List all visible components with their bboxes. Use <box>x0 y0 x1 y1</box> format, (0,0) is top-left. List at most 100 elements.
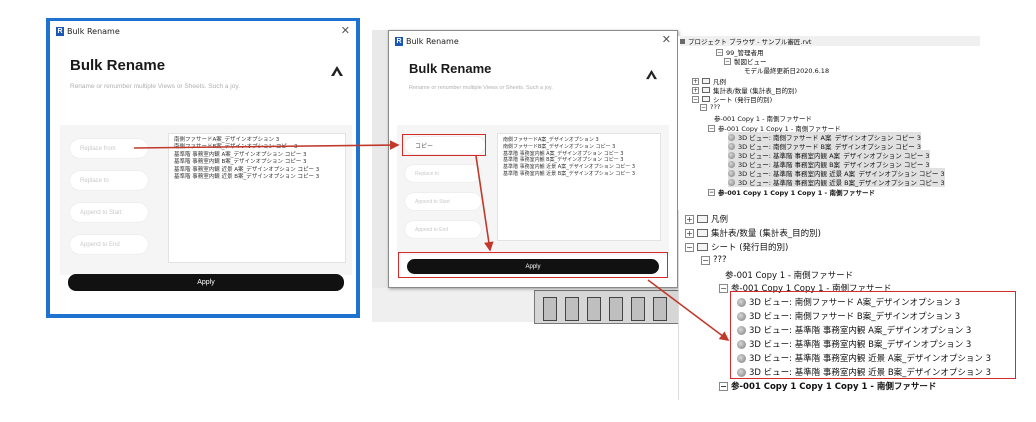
append-start-input[interactable]: Append to Start <box>70 203 148 222</box>
tree-item-label: ??? <box>710 103 721 111</box>
bulk-rename-dialog-before: R Bulk Rename ✕ Bulk Rename Rename or re… <box>46 18 360 318</box>
background-view <box>372 30 388 320</box>
expand-icon[interactable]: + <box>685 214 694 224</box>
collapse-icon[interactable]: − <box>685 242 694 252</box>
arrow-to-replace-field <box>133 140 400 150</box>
expand-icon[interactable]: + <box>692 77 699 85</box>
dialog-subtitle: Rename or renumber multiple Views or She… <box>70 83 240 90</box>
tree-folder-item[interactable]: +凡例 <box>685 213 728 225</box>
tree-view-item[interactable]: 3D ビュー: 基準階 事務室内観 A案_デザインオプション コピー 3 <box>728 150 930 160</box>
tree-folder-item[interactable]: −製図ビュー <box>724 56 767 66</box>
close-icon[interactable]: ✕ <box>661 33 671 46</box>
tree-item[interactable]: モデル最終更新日2020.6.18 <box>744 65 829 75</box>
close-icon[interactable]: ✕ <box>340 24 350 37</box>
tree-item-label: 参-001 Copy 1 Copy 1 Copy 1 - 南側ファサード <box>731 382 937 392</box>
3d-view-icon <box>737 311 746 321</box>
tree-folder-item[interactable]: +凡例 <box>692 76 726 86</box>
tree-item-label: 参-001 Copy 1 - 南側ファサード <box>725 271 854 281</box>
list-item[interactable]: 基準階 事務室内観 A案_デザインオプション コピー 3 <box>503 150 624 157</box>
tree-view-item[interactable]: 3D ビュー: 南側ファサード A案_デザインオプション 3 <box>737 296 960 308</box>
collapse-icon[interactable]: − <box>724 57 731 65</box>
revit-logo-icon: R <box>395 36 403 46</box>
apply-button[interactable]: Apply <box>68 274 344 291</box>
browser-icon <box>680 38 685 44</box>
collapse-icon[interactable]: − <box>708 188 715 196</box>
tree-folder-item[interactable]: −参-001 Copy 1 Copy 1 - 南側ファサード <box>708 123 841 133</box>
tree-item-label: 3D ビュー: 基準階 事務室内観 近景 A案_デザインオプション 3 <box>749 354 992 364</box>
tree-folder-item[interactable]: −参-001 Copy 1 Copy 1 Copy 1 - 南側ファサード <box>719 380 936 392</box>
replace-from-input[interactable]: コピー <box>405 137 485 154</box>
replace-to-input[interactable]: Replace to <box>70 171 148 190</box>
3d-view-icon <box>737 297 746 307</box>
tree-item-label: 参-001 Copy 1 Copy 1 - 南側ファサード <box>731 284 892 294</box>
collapse-icon[interactable]: − <box>719 381 728 391</box>
collapse-icon[interactable]: − <box>701 255 710 265</box>
highlight-replace-from <box>402 134 486 156</box>
3d-view-icon <box>728 178 735 186</box>
expand-icon[interactable]: + <box>685 228 694 238</box>
list-item[interactable]: 基準階 事務室内観 近景 A案_デザインオプション コピー 3 <box>503 164 636 170</box>
selected-views-list[interactable]: 南側ファサードA案_デザインオプション 3南側ファサードB案_デザインオプション… <box>168 133 346 263</box>
window-title: Bulk Rename <box>67 26 120 36</box>
list-item[interactable]: 南側ファサードA案_デザインオプション 3 <box>503 137 599 143</box>
list-item[interactable]: 基準階 事務室内観 A案_デザインオプション コピー 3 <box>174 151 307 158</box>
collapse-icon[interactable]: − <box>700 103 707 111</box>
replace-to-input[interactable]: Replace to <box>405 165 481 182</box>
append-end-input[interactable]: Append to End <box>70 235 148 254</box>
tree-item-label: 3D ビュー: 南側ファサード B案_デザインオプション 3 <box>749 312 961 322</box>
tree-folder-item[interactable]: −参-001 Copy 1 Copy 1 - 南側ファサード <box>719 282 892 294</box>
folder-icon <box>702 96 710 102</box>
list-item[interactable]: 南側ファサードB案_デザインオプション コピー 3 <box>503 143 616 150</box>
list-item[interactable]: 南側ファサードA案_デザインオプション 3 <box>174 137 280 143</box>
tree-view-item[interactable]: 3D ビュー: 基準階 事務室内観 近景 A案_デザインオプション コピー 3 <box>728 168 945 178</box>
3d-view-icon <box>728 169 735 177</box>
tree-view-item[interactable]: 3D ビュー: 基準階 事務室内観 近景 A案_デザインオプション 3 <box>737 352 991 364</box>
apply-button[interactable]: Apply <box>407 259 659 274</box>
collapse-icon[interactable]: − <box>716 48 723 56</box>
tree-item-label: 3D ビュー: 基準階 事務室内観 B案_デザインオプション コピー 3 <box>738 161 930 169</box>
tree-folder-item[interactable]: +集計表/数量 (集計表_目的別) <box>692 85 797 95</box>
collapse-icon[interactable]: − <box>719 283 728 293</box>
list-item[interactable]: 基準階 事務室内観 近景 B案_デザインオプション コピー 3 <box>174 174 320 181</box>
revit-logo-icon: R <box>56 26 64 36</box>
tree-folder-item[interactable]: −??? <box>701 255 727 265</box>
tree-folder-item[interactable]: −シート (発行目的別) <box>685 241 788 253</box>
3d-view-icon <box>728 160 735 168</box>
tree-item-label: 3D ビュー: 基準階 事務室内観 B案_デザインオプション 3 <box>749 340 972 350</box>
tree-folder-item[interactable]: +集計表/数量 (集計表_目的別) <box>685 227 821 239</box>
list-item[interactable]: 基準階 事務室内観 近景 A案_デザインオプション コピー 3 <box>174 166 320 173</box>
list-item[interactable]: 基準階 事務室内観 B案_デザインオプション コピー 3 <box>174 159 307 166</box>
tree-view-item[interactable]: 3D ビュー: 基準階 事務室内観 近景 B案_デザインオプション 3 <box>737 366 991 378</box>
3d-view-icon <box>728 151 735 159</box>
tree-item[interactable]: 参-001 Copy 1 - 南側ファサード <box>725 269 853 281</box>
tree-item[interactable]: 参-001 Copy 1 - 南側ファサード <box>714 113 812 123</box>
tree-folder-item[interactable]: −参-001 Copy 1 Copy 1 Copy 1 - 南側ファサード <box>708 187 875 197</box>
expand-icon[interactable]: + <box>692 86 699 94</box>
tree-folder-item[interactable]: −??? <box>700 103 720 111</box>
collapse-icon[interactable]: − <box>692 95 699 103</box>
tree-item-label: 参-001 Copy 1 - 南側ファサード <box>714 115 812 123</box>
append-start-input[interactable]: Append to Start <box>405 193 481 210</box>
tree-view-item[interactable]: 3D ビュー: 基準階 事務室内観 近景 B案_デザインオプション コピー 3 <box>728 177 945 187</box>
tree-item-label: 参-001 Copy 1 Copy 1 Copy 1 - 南側ファサード <box>718 189 876 197</box>
tree-folder-item[interactable]: −シート (発行目的別) <box>692 94 772 104</box>
dialog-heading: Bulk Rename <box>409 61 492 76</box>
tree-view-item[interactable]: 3D ビュー: 基準階 事務室内観 B案_デザインオプション コピー 3 <box>728 159 930 169</box>
highlight-apply <box>398 252 668 278</box>
tree-view-item[interactable]: 3D ビュー: 南側ファサード B案_デザインオプション 3 <box>737 310 960 322</box>
tree-item-label: 参-001 Copy 1 Copy 1 - 南側ファサード <box>718 125 841 133</box>
list-item[interactable]: 基準階 事務室内観 B案_デザインオプション コピー 3 <box>503 157 624 164</box>
replace-from-input[interactable]: Replace from <box>70 139 148 158</box>
tree-view-item[interactable]: 3D ビュー: 基準階 事務室内観 B案_デザインオプション 3 <box>737 338 971 350</box>
collapse-icon[interactable]: − <box>708 124 715 132</box>
list-item[interactable]: 基準階 事務室内観 近景 B案_デザインオプション コピー 3 <box>503 170 636 177</box>
append-end-input[interactable]: Append to End <box>405 221 481 238</box>
tree-view-item[interactable]: 3D ビュー: 南側ファサード A案_デザインオプション コピー 3 <box>728 132 921 142</box>
arrow-to-result <box>647 279 730 341</box>
tree-folder-item[interactable]: −99_管理者用 <box>716 47 764 57</box>
dialog-titlebar: R Bulk Rename ✕ <box>50 21 356 41</box>
dialog-subtitle: Rename or renumber multiple Views or She… <box>409 85 553 91</box>
tree-view-item[interactable]: 3D ビュー: 南側ファサード B案_デザインオプション コピー 3 <box>728 141 922 151</box>
tree-view-item[interactable]: 3D ビュー: 基準階 事務室内観 A案_デザインオプション 3 <box>737 324 971 336</box>
